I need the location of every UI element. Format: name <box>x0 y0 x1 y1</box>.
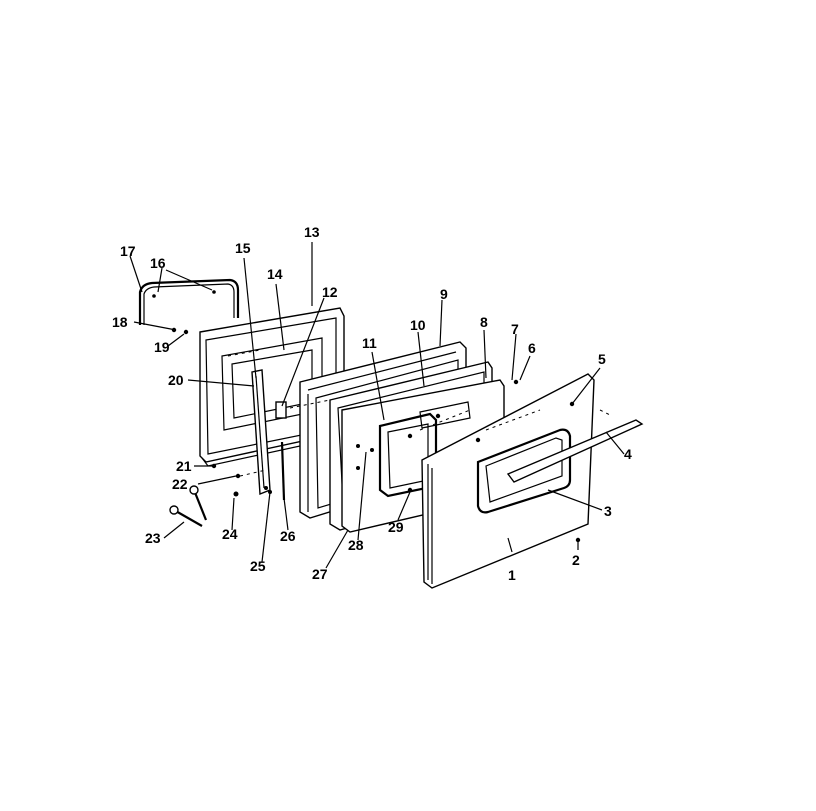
fasteners <box>152 290 581 543</box>
label-11: 11 <box>362 335 377 351</box>
label-28: 28 <box>348 537 364 553</box>
label-20: 20 <box>168 372 184 388</box>
label-24: 24 <box>222 526 238 542</box>
part-10-window-bracket <box>419 401 471 429</box>
label-23: 23 <box>145 530 161 546</box>
label-14: 14 <box>267 266 283 282</box>
label-10: 10 <box>410 317 426 333</box>
label-15: 15 <box>235 240 251 256</box>
assembly-guides <box>227 349 613 477</box>
label-7: 7 <box>511 321 519 337</box>
part-26-spring <box>280 441 286 501</box>
label-2: 2 <box>572 552 580 568</box>
label-22: 22 <box>172 476 188 492</box>
label-16: 16 <box>150 255 166 271</box>
label-3: 3 <box>604 503 612 519</box>
label-9: 9 <box>440 286 448 302</box>
label-12: 12 <box>322 284 338 300</box>
label-4: 4 <box>624 446 632 462</box>
label-19: 19 <box>154 339 170 355</box>
label-8: 8 <box>480 314 488 330</box>
label-26: 26 <box>280 528 296 544</box>
callout-labels: 1 2 3 4 5 6 7 8 9 10 11 12 13 14 15 16 1… <box>112 224 632 583</box>
part-1-outer-door <box>421 373 595 589</box>
label-1: 1 <box>508 567 516 583</box>
label-17: 17 <box>120 243 136 259</box>
leader-lines <box>129 242 625 569</box>
part-12-bracket <box>275 401 287 419</box>
part-23-hinge-arm <box>169 485 208 527</box>
label-5: 5 <box>598 351 606 367</box>
part-15-hinge-channel <box>251 369 272 496</box>
part-17-frame-bracket <box>138 278 240 325</box>
label-21: 21 <box>176 458 192 474</box>
label-18: 18 <box>112 314 128 330</box>
label-25: 25 <box>250 558 266 574</box>
label-6: 6 <box>528 340 536 356</box>
label-13: 13 <box>304 224 320 240</box>
label-29: 29 <box>388 519 404 535</box>
label-27: 27 <box>312 566 328 582</box>
